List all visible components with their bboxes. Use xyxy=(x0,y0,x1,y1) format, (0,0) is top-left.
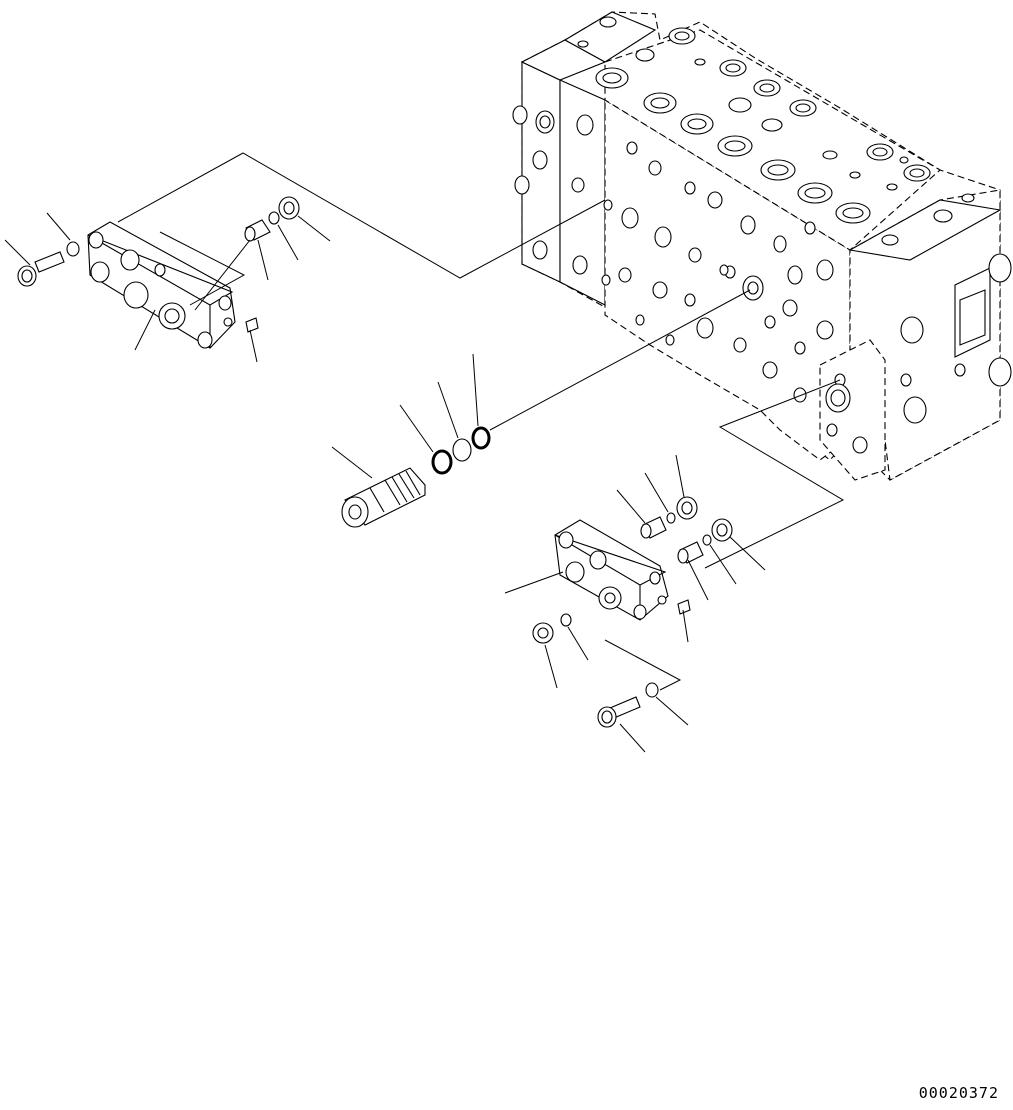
end-cap-details xyxy=(825,267,991,454)
upper-cover-assembly xyxy=(17,196,300,349)
assembly-guide-lines xyxy=(117,152,845,691)
lower-cover-block xyxy=(554,519,669,621)
lower-o-ring-a xyxy=(666,512,676,524)
upper-cover-bolt xyxy=(17,251,65,287)
lower-cover-washer xyxy=(645,682,659,698)
control-valve-body xyxy=(512,11,1012,481)
lower-cover-assembly xyxy=(532,496,733,728)
spool-o-ring-2 xyxy=(471,426,491,450)
spool-o-ring xyxy=(431,449,453,475)
lower-cap-b xyxy=(711,518,733,542)
lower-o-ring-b xyxy=(702,534,712,546)
lower-plug-b xyxy=(677,541,704,564)
valve-spool xyxy=(341,467,426,528)
lower-plug-a xyxy=(640,516,667,539)
upper-cover-o-ring xyxy=(268,211,280,225)
top-ports xyxy=(577,16,975,246)
end-plugs xyxy=(512,105,1012,424)
lower-cap-a xyxy=(676,496,698,520)
upper-cover-plug xyxy=(244,219,271,242)
spool-backup-ring xyxy=(452,438,472,462)
upper-cover-set-screw xyxy=(223,317,259,333)
lower-plug-o-ring xyxy=(560,613,572,627)
drawing-code: 00020372 xyxy=(918,1084,999,1102)
front-face-holes xyxy=(532,110,846,403)
upper-cover-washer xyxy=(66,241,80,257)
upper-cover-cap xyxy=(278,196,300,220)
lower-port-plug xyxy=(532,622,554,644)
part-leader-lines xyxy=(4,212,766,753)
lower-set-screw xyxy=(657,595,691,615)
lower-cover-bolt xyxy=(597,696,641,728)
upper-cover-block xyxy=(87,221,236,349)
